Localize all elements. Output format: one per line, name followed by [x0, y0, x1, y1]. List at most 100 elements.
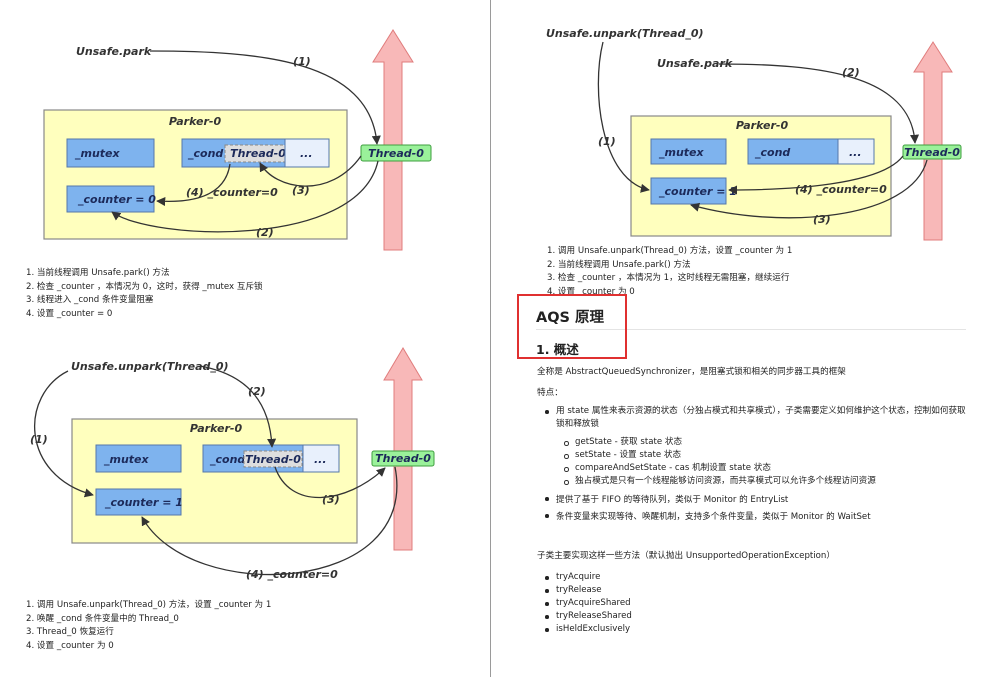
step-item: 1. 调用 Unsafe.unpark(Thread_0) 方法，设置 _cou…	[26, 600, 272, 610]
cond-box	[747, 138, 839, 165]
step-item: 1. 调用 Unsafe.unpark(Thread_0) 方法，设置 _cou…	[547, 246, 793, 256]
mutex-box	[66, 138, 155, 168]
unpark-steps: 1. 调用 Unsafe.unpark(Thread_0) 方法，设置 _cou…	[26, 599, 271, 653]
list-item: tryAcquireShared	[544, 597, 632, 610]
cond-thread-label: Thread-0	[230, 147, 286, 160]
ellipsis-label: ...	[300, 147, 313, 160]
cond-label: _cond	[187, 147, 223, 160]
thread-label: Thread-0	[375, 452, 431, 465]
arrow-1-label: (1)	[598, 135, 616, 148]
parker-label: Parker-0	[190, 422, 243, 435]
counter-label: _counter = 1	[658, 185, 737, 198]
unsafe-park-label: Unsafe.park	[76, 45, 152, 58]
arrow-3-label: (3)	[292, 184, 310, 197]
unpark-then-park-diagram: Parker-0 _mutex _cond ... _counter = 1 T…	[546, 27, 962, 241]
step-item: 4. 设置 _counter 为 0	[26, 640, 114, 651]
step-item: 4. 设置 _counter 为 0	[547, 286, 635, 295]
park-steps: 1. 当前线程调用 Unsafe.park() 方法 2. 检查 _counte…	[26, 267, 263, 321]
list-item: tryRelease	[544, 584, 632, 597]
list-item: 条件变量来实现等待、唤醒机制，支持多个条件变量，类似于 Monitor 的 Wa…	[544, 509, 871, 526]
thread-box	[360, 144, 432, 162]
cond-label: _cond	[209, 453, 245, 466]
step-item: 3. 检查 _counter ，本情况为 1，这时线程无需阻塞，继续运行	[547, 273, 790, 284]
counter-box	[66, 185, 155, 213]
unsafe-park-label: Unsafe.park	[657, 57, 733, 70]
list-item: tryAcquire	[544, 571, 632, 584]
cond-thread-label: Thread-0	[245, 453, 301, 466]
counter-box	[650, 177, 727, 205]
step-item: 3. 线程进入 _cond 条件变量阻塞	[26, 295, 154, 306]
arrow-3-label: (3)	[813, 213, 831, 226]
arrow-4-label: (4) _counter=0	[795, 183, 887, 196]
list-item: compareAndSetState - cas 机制设置 state 状态	[563, 462, 876, 475]
thread-box	[902, 144, 962, 160]
step-item: 2. 唤醒 _cond 条件变量中的 Thread_0	[26, 613, 179, 624]
unpark-diagram: Parker-0 _mutex _cond Thread-0 ... _coun…	[30, 347, 435, 581]
arrow-1-label: (1)	[30, 433, 48, 446]
arrow-1-label: (1)	[293, 55, 311, 68]
feature-text-cont: 锁和释放锁	[556, 419, 599, 429]
methods-intro: 子类主要实现这样一些方法（默认抛出 UnsupportedOperationEx…	[537, 551, 835, 561]
step-item: 2. 当前线程调用 Unsafe.park() 方法	[547, 259, 691, 270]
cond-thread-box	[243, 450, 303, 468]
unpark-then-park-steps: 1. 调用 Unsafe.unpark(Thread_0) 方法，设置 _cou…	[547, 245, 792, 295]
state-sub-list: getState - 获取 state 状态 setState - 设置 sta…	[563, 436, 876, 488]
thread-label: Thread-0	[904, 146, 960, 159]
mutex-box	[650, 138, 727, 165]
parker-box	[630, 115, 892, 237]
step-item: 2. 检查 _counter ，本情况为 0，这时，获得 _mutex 互斥锁	[26, 281, 263, 292]
ellipsis-box	[837, 138, 875, 165]
arrow-2-label: (2)	[248, 385, 266, 398]
cond-label: _cond	[754, 146, 790, 159]
ellipsis-box	[302, 444, 340, 473]
aqs-title: AQS 原理	[536, 310, 605, 326]
step-item: 4. 设置 _counter = 0	[26, 308, 113, 319]
thread-box	[371, 450, 435, 467]
arrow-3-label: (3)	[322, 493, 340, 506]
mutex-box	[95, 444, 182, 473]
method-list: tryAcquire tryRelease tryAcquireShared t…	[544, 571, 632, 636]
counter-label: _counter = 1	[104, 496, 183, 509]
ellipsis-label: ...	[314, 453, 327, 466]
unsafe-unpark-label: Unsafe.unpark(Thread_0)	[71, 360, 229, 373]
mutex-label: _mutex	[74, 147, 121, 160]
counter-label: _counter = 0	[77, 193, 156, 206]
list-item: 提供了基于 FIFO 的等待队列，类似于 Monitor 的 EntryList	[544, 492, 871, 509]
arrow-4-label: (4) _counter=0	[246, 568, 338, 581]
step-item: 1. 当前线程调用 Unsafe.park() 方法	[26, 268, 170, 278]
feature-list-1: 用 state 属性来表示资源的状态（分独占模式和共享模式），子类需要定义如何维…	[544, 405, 966, 431]
list-item: 独占模式是只有一个线程能够访问资源，而共享模式可以允许多个线程访问资源	[563, 475, 876, 488]
parker-label: Parker-0	[736, 119, 789, 132]
arrow-2-label: (2)	[842, 66, 860, 79]
arrow-2-label: (2)	[256, 226, 274, 239]
list-item: isHeldExclusively	[544, 623, 632, 636]
unsafe-unpark-label: Unsafe.unpark(Thread_0)	[546, 27, 704, 40]
section-heading: 1. 概述	[536, 342, 579, 357]
feature-list-2: 提供了基于 FIFO 的等待队列，类似于 Monitor 的 EntryList…	[544, 492, 871, 526]
arrow-4-label: (4) _counter=0	[186, 186, 278, 199]
features-label: 特点：	[537, 388, 563, 398]
parker-box	[43, 109, 348, 240]
page-divider	[490, 0, 491, 677]
counter-box	[95, 488, 182, 516]
title-rule	[536, 329, 966, 330]
parker-box	[71, 418, 358, 544]
list-item: setState - 设置 state 状态	[563, 449, 876, 462]
thread-label: Thread-0	[368, 147, 424, 160]
list-item: getState - 获取 state 状态	[563, 436, 876, 449]
step-item: 3. Thread_0 恢复运行	[26, 627, 114, 638]
highlight-box	[517, 294, 627, 359]
ellipsis-box	[284, 138, 330, 168]
list-item: tryReleaseShared	[544, 610, 632, 623]
thread-progress-arrow	[913, 41, 953, 241]
mutex-label: _mutex	[103, 453, 150, 466]
thread-progress-arrow	[372, 29, 414, 251]
mutex-label: _mutex	[658, 146, 705, 159]
park-diagram: Parker-0 _mutex _cond Thread-0 ... _coun…	[43, 29, 432, 251]
aqs-intro: 全称是 AbstractQueuedSynchronizer，是阻塞式锁和相关的…	[537, 367, 846, 377]
ellipsis-label: ...	[849, 146, 862, 159]
parker-label: Parker-0	[169, 115, 222, 128]
feature-text: 用 state 属性来表示资源的状态（分独占模式和共享模式），子类需要定义如何维…	[556, 406, 966, 416]
list-item: 用 state 属性来表示资源的状态（分独占模式和共享模式），子类需要定义如何维…	[544, 405, 966, 431]
thread-progress-arrow	[383, 347, 423, 551]
